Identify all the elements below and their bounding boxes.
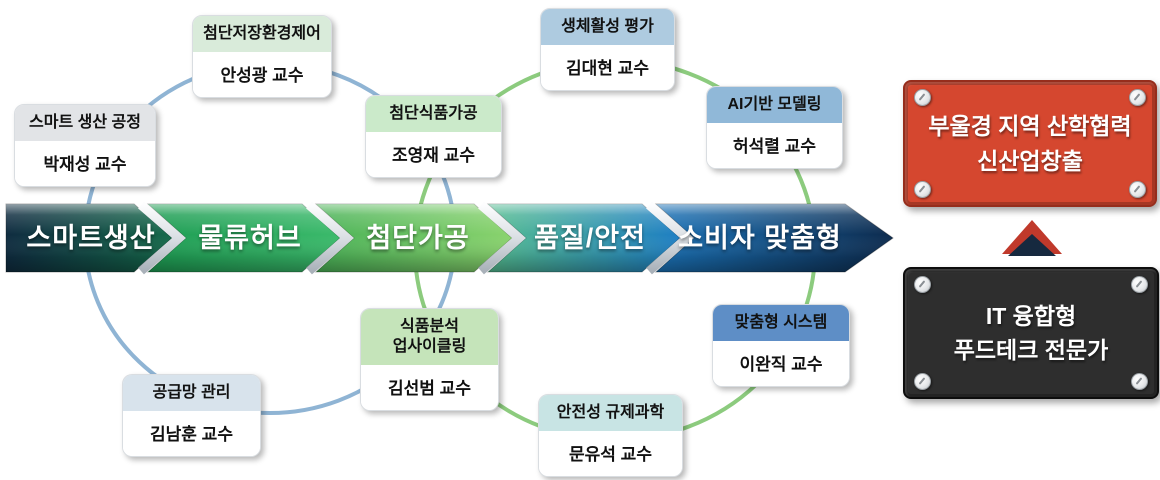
node-safety-regulation: 안전성 규제과학 문유석 교수 — [538, 394, 683, 477]
outcome-panel-new-industry: 부울경 지역 산학협력 신산업창출 — [903, 80, 1157, 207]
node-professor: 문유석 교수 — [539, 431, 682, 476]
node-professor: 김선범 교수 — [361, 365, 498, 410]
bevel-overlay — [6, 204, 172, 272]
node-professor: 이완직 교수 — [713, 341, 849, 386]
screw-icon — [1131, 276, 1148, 293]
chevron-separator-icon — [646, 201, 694, 275]
node-title: 생체활성 평가 — [541, 9, 674, 45]
node-supply-chain: 공급망 관리 김남훈 교수 — [122, 374, 261, 457]
node-professor: 허석렬 교수 — [707, 123, 842, 168]
node-title: AI기반 모델링 — [707, 87, 842, 123]
node-professor: 김남훈 교수 — [123, 411, 260, 456]
screw-icon — [914, 276, 931, 293]
node-professor: 박재성 교수 — [15, 141, 155, 186]
node-custom-system: 맞춤형 시스템 이완직 교수 — [712, 304, 850, 387]
node-title: 식품분석 업사이클링 — [361, 309, 498, 365]
outcome-panel-text: 부울경 지역 산학협력 신산업창출 — [928, 113, 1132, 174]
outcome-panel-foodtech-expert: IT 융합형 푸드테크 전문가 — [903, 267, 1159, 399]
node-title: 첨단저장환경제어 — [193, 16, 331, 52]
screw-icon — [914, 373, 931, 390]
bevel-overlay — [316, 204, 512, 272]
chevron-separator-icon — [138, 201, 186, 275]
node-professor: 김대현 교수 — [541, 45, 674, 90]
node-storage-control: 첨단저장환경제어 안성광 교수 — [192, 15, 332, 98]
node-title: 첨단식품가공 — [366, 96, 501, 132]
screw-icon — [914, 89, 931, 106]
bevel-overlay — [488, 204, 680, 272]
node-title: 맞춤형 시스템 — [713, 305, 849, 341]
node-food-analysis-upcycling: 식품분석 업사이클링 김선범 교수 — [360, 308, 499, 411]
chevron-separator-icon — [306, 201, 354, 275]
chevron-separator-icon — [478, 201, 526, 275]
outcome-panel-text: IT 융합형 푸드테크 전문가 — [953, 302, 1109, 364]
node-bioactivity: 생체활성 평가 김대현 교수 — [540, 8, 675, 91]
bevel-overlay — [656, 204, 893, 272]
node-title: 공급망 관리 — [123, 375, 260, 411]
node-ai-modeling: AI기반 모델링 허석렬 교수 — [706, 86, 843, 169]
screw-icon — [914, 181, 931, 198]
screw-icon — [1131, 373, 1148, 390]
node-title: 스마트 생산 공정 — [15, 105, 155, 141]
up-chevron-icon — [1002, 220, 1062, 256]
screw-icon — [1129, 181, 1146, 198]
screw-icon — [1129, 89, 1146, 106]
node-professor: 안성광 교수 — [193, 52, 331, 97]
node-food-processing: 첨단식품가공 조영재 교수 — [365, 95, 502, 178]
node-title: 안전성 규제과학 — [539, 395, 682, 431]
node-professor: 조영재 교수 — [366, 132, 501, 177]
node-smart-production: 스마트 생산 공정 박재성 교수 — [14, 104, 156, 187]
bevel-overlay — [148, 204, 340, 272]
